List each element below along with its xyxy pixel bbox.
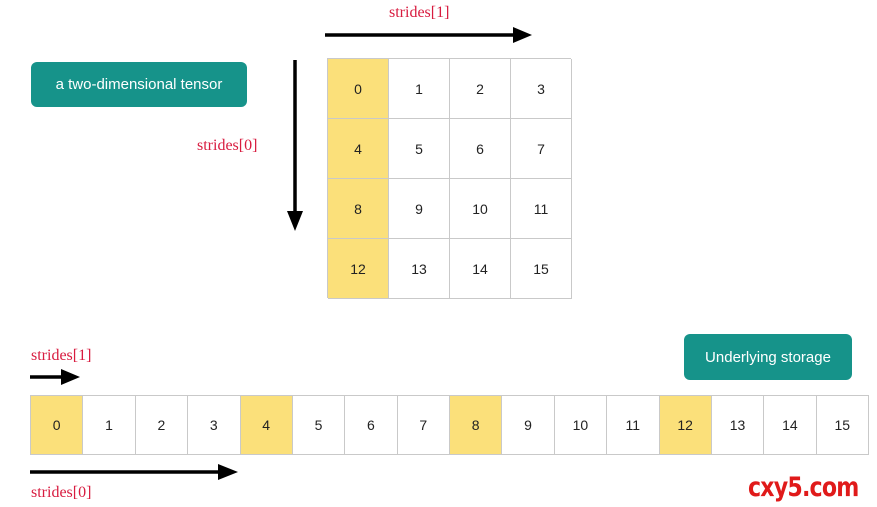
tensor-cell: 11 <box>511 179 572 239</box>
strides-1-label-top: strides[1] <box>389 4 450 21</box>
storage-cell: 6 <box>345 396 398 455</box>
tensor-cell: 13 <box>389 239 450 299</box>
strides-1-label-bottom: strides[1] <box>31 347 92 364</box>
tensor-cell: 0 <box>328 59 389 119</box>
storage-badge: Underlying storage <box>684 334 852 380</box>
strides-0-arrow-top <box>287 60 303 231</box>
storage-cell: 5 <box>292 396 346 455</box>
tensor-cell: 15 <box>511 239 572 299</box>
tensor-cell: 9 <box>389 179 450 239</box>
storage-cell: 13 <box>711 396 765 455</box>
storage-cell: 4 <box>240 396 293 455</box>
storage-cell: 7 <box>397 396 450 455</box>
tensor-cell: 12 <box>328 239 389 299</box>
tensor-cell: 6 <box>450 119 511 179</box>
tensor-cell: 5 <box>389 119 450 179</box>
storage-cell: 15 <box>816 396 869 455</box>
storage-cell: 14 <box>764 396 817 455</box>
tensor-cell: 8 <box>328 179 389 239</box>
storage-cell: 10 <box>554 396 608 455</box>
tensor-cell: 7 <box>511 119 572 179</box>
storage-cell: 9 <box>502 396 555 455</box>
storage-cell: 2 <box>135 396 189 455</box>
strides-1-arrow-top <box>325 27 532 43</box>
strides-0-label-top: strides[0] <box>197 137 258 154</box>
storage-cell: 0 <box>31 396 84 455</box>
tensor-cell: 10 <box>450 179 511 239</box>
tensor-badge: a two-dimensional tensor <box>31 62 247 107</box>
storage-cell: 12 <box>659 396 712 455</box>
storage-cell: 3 <box>188 396 241 455</box>
storage-cell: 8 <box>450 396 503 455</box>
watermark: cxy5.com <box>748 472 859 503</box>
storage-cell: 11 <box>607 396 660 455</box>
tensor-cell: 1 <box>389 59 450 119</box>
strides-0-label-bottom: strides[0] <box>31 484 92 501</box>
strides-1-arrow-bottom <box>30 369 80 385</box>
strides-0-arrow-bottom <box>30 464 238 480</box>
tensor-cell: 4 <box>328 119 389 179</box>
tensor-cell: 2 <box>450 59 511 119</box>
tensor-cell: 14 <box>450 239 511 299</box>
tensor-cell: 3 <box>511 59 572 119</box>
storage-cell: 1 <box>83 396 136 455</box>
